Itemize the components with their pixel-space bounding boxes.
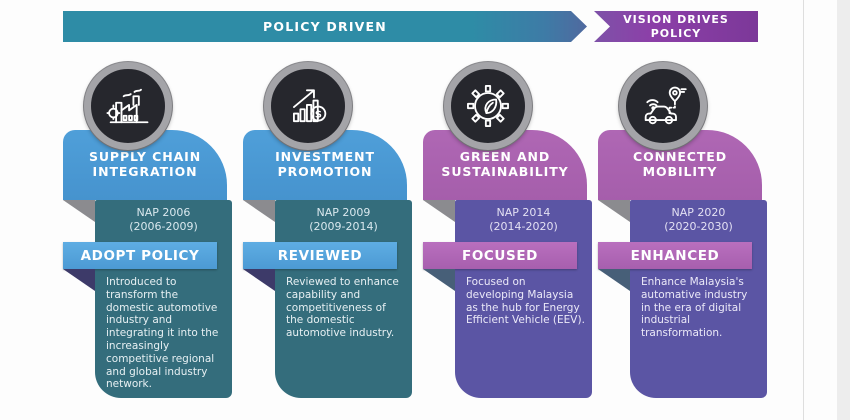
column-title-line2: INTEGRATION bbox=[92, 163, 198, 179]
column-connected-mobility: CONNECTED MOBILITY NAP 2020 (2020-2030) … bbox=[598, 0, 768, 420]
page-margin-strip bbox=[837, 0, 850, 420]
nap-name: NAP 2014 bbox=[496, 206, 551, 219]
header-fold bbox=[423, 200, 455, 222]
column-description: Reviewed to enhance capability and compe… bbox=[286, 276, 399, 340]
nap-period: NAP 2014 (2014-2020) bbox=[455, 206, 592, 234]
ribbon-fold bbox=[63, 269, 95, 291]
policy-driven-banner: POLICY DRIVEN bbox=[63, 11, 587, 42]
column-title-line1: CONNECTED bbox=[633, 149, 727, 164]
column-description: Introduced to transform the domestic aut… bbox=[106, 276, 219, 391]
vision-label-line2: POLICY bbox=[650, 26, 702, 40]
svg-text:$: $ bbox=[315, 108, 322, 120]
column-body bbox=[95, 200, 232, 398]
column-title: CONNECTED MOBILITY bbox=[598, 149, 762, 180]
nap-years: (2020-2030) bbox=[664, 219, 733, 233]
status-ribbon-label: FOCUSED bbox=[462, 247, 538, 264]
column-investment-promotion: INVESTMENT PROMOTION NAP 2009 (2009-2014… bbox=[243, 0, 413, 420]
ribbon-fold bbox=[598, 269, 630, 291]
policy-driven-label: POLICY DRIVEN bbox=[263, 19, 387, 34]
nap-name: NAP 2020 bbox=[671, 206, 726, 219]
column-body bbox=[630, 200, 767, 398]
vision-label-line1: VISION DRIVES bbox=[623, 12, 729, 26]
column-title-line1: GREEN AND bbox=[459, 149, 551, 164]
icon-badge bbox=[84, 62, 172, 150]
nap-period: NAP 2009 (2009-2014) bbox=[275, 206, 412, 234]
header-fold bbox=[63, 200, 95, 222]
status-ribbon: ADOPT POLICY bbox=[63, 242, 217, 269]
column-body bbox=[275, 200, 412, 398]
nap-years: (2006-2009) bbox=[129, 219, 198, 233]
connected-car-icon bbox=[644, 86, 687, 125]
status-ribbon-label: REVIEWED bbox=[277, 247, 363, 264]
growth-chart-icon: $ bbox=[292, 89, 327, 123]
column-title-line1: INVESTMENT bbox=[275, 149, 375, 164]
column-body bbox=[455, 200, 592, 398]
nap-period: NAP 2020 (2020-2030) bbox=[630, 206, 767, 234]
nap-name: NAP 2009 bbox=[316, 206, 371, 219]
ribbon-fold bbox=[423, 269, 455, 291]
vision-drives-policy-banner: VISION DRIVES POLICY bbox=[594, 11, 758, 42]
nap-years: (2014-2020) bbox=[489, 219, 558, 233]
column-title: GREEN AND SUSTAINABILITY bbox=[423, 149, 587, 180]
header-fold bbox=[243, 200, 275, 222]
nap-period: NAP 2006 (2006-2009) bbox=[95, 206, 232, 234]
header-fold bbox=[598, 200, 630, 222]
column-green-sustainability: GREEN AND SUSTAINABILITY NAP 2014 (2014-… bbox=[423, 0, 593, 420]
icon-badge: $ bbox=[264, 62, 352, 150]
status-ribbon-label: ADOPT POLICY bbox=[80, 247, 200, 264]
column-supply-chain-integration: SUPPLY CHAIN INTEGRATION NAP 2006 (2006-… bbox=[63, 0, 233, 420]
column-title: SUPPLY CHAIN INTEGRATION bbox=[63, 149, 227, 180]
nap-years: (2009-2014) bbox=[309, 219, 378, 233]
status-ribbon: ENHANCED bbox=[598, 242, 752, 269]
column-title-line2: MOBILITY bbox=[642, 163, 718, 179]
page-divider-line bbox=[803, 0, 804, 420]
eco-gear-icon bbox=[467, 85, 509, 127]
column-title: INVESTMENT PROMOTION bbox=[243, 149, 407, 180]
status-ribbon-label: ENHANCED bbox=[630, 247, 720, 264]
column-title-line2: PROMOTION bbox=[277, 163, 373, 179]
nap-name: NAP 2006 bbox=[136, 206, 191, 219]
icon-badge bbox=[619, 62, 707, 150]
factory-icon bbox=[106, 88, 149, 124]
status-ribbon: REVIEWED bbox=[243, 242, 397, 269]
column-title-line2: SUSTAINABILITY bbox=[441, 163, 569, 179]
status-ribbon: FOCUSED bbox=[423, 242, 577, 269]
column-description: Focused on developing Malaysia as the hu… bbox=[466, 276, 585, 327]
column-description: Enhance Malaysia's automative industry i… bbox=[641, 276, 748, 340]
icon-badge bbox=[444, 62, 532, 150]
column-title-line1: SUPPLY CHAIN bbox=[88, 149, 202, 164]
ribbon-fold bbox=[243, 269, 275, 291]
